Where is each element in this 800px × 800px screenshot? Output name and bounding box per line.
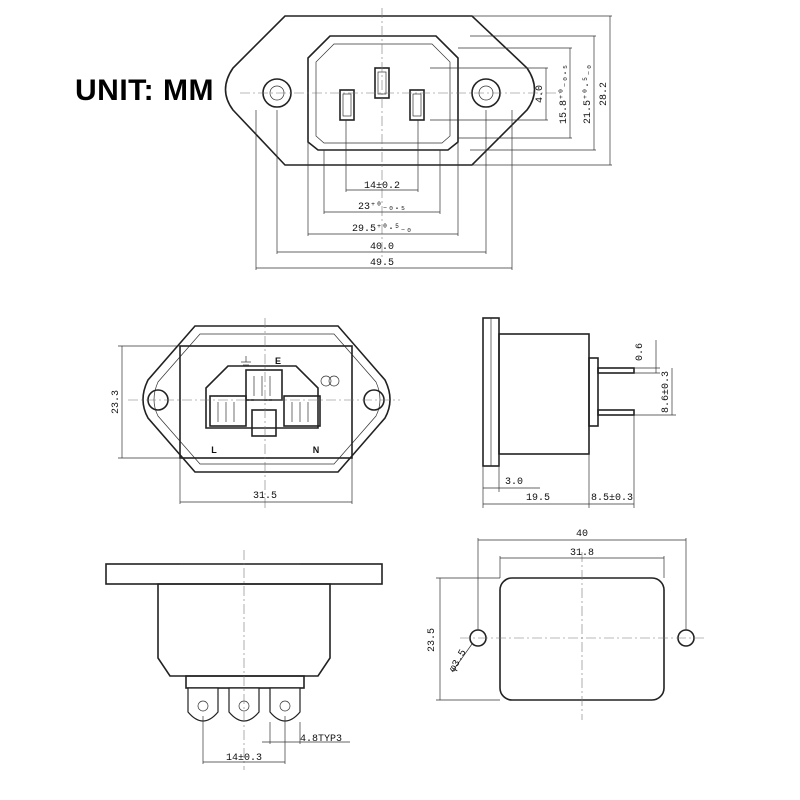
top-view: 14±0.2 23⁺⁰₋₀.₅ 29.5⁺⁰·⁵₋₀ 40.0 49.5 4.0… [224,8,612,270]
dim-19-5-label: 19.5 [526,493,550,504]
rear-body [179,345,353,459]
dim-4-label: 4.0 [535,85,546,103]
dim-23-label: 23⁺⁰₋₀.₅ [358,201,406,213]
side-body [498,333,590,455]
dim-23-5-label: 23.5 [427,628,438,652]
dim-14-label: 14±0.2 [364,181,400,192]
bottom-pin-left [187,687,219,722]
line-pin-slot [339,89,355,121]
dim-40-cutout-label: 40 [576,529,588,540]
dim-28-2-label: 28.2 [599,82,610,106]
rear-flange-outline [142,325,391,473]
unit-label: UNIT: MM [75,74,214,107]
rear-view: E L N 23.3 31.5 [111,318,400,510]
dim-31-8-label: 31.8 [570,548,594,559]
bottom-view: 4.8TYP3 14±0.3 [105,550,383,770]
terminal-n [283,395,321,427]
bottom-body [157,583,331,677]
label-line: L [211,445,217,455]
label-earth: E [275,356,281,366]
bottom-pin-center [228,687,260,722]
dim-3-label: 3.0 [505,477,523,488]
dim-29-5-label: 29.5⁺⁰·⁵₋₀ [352,223,412,235]
side-pin-bottom [597,409,635,416]
side-view: 0.6 8.6±0.3 3.0 19.5 8.5±0.3 [482,317,676,508]
top-socket-outline [307,35,459,151]
dim-21-5-label: 21.5⁺⁰·⁵₋₀ [582,64,594,124]
dim-15-8-label: 15.8⁺⁰₋₀.₅ [558,64,570,124]
top-socket-inner [315,43,451,144]
dim-23-3-label: 23.3 [111,390,122,414]
cutout-view: 40 31.8 23.5 φ3.5 [427,529,704,720]
terminal-l [209,395,247,427]
ground-symbol [241,356,251,366]
dim-40-label: 40.0 [370,242,394,253]
terminal-block [205,365,319,429]
dim-8-5-label: 8.5±0.3 [591,493,633,504]
dim-0-6-label: 0.6 [635,343,646,361]
dim-4-8-label: 4.8TYP3 [300,734,342,745]
dim-hole-label: φ3.5 [448,648,470,674]
terminal-e [245,369,283,401]
certification-mark [320,375,332,387]
dim-8-6-label: 8.6±0.3 [661,371,672,413]
neutral-pin-slot [409,89,425,121]
label-neutral: N [313,445,320,455]
dim-14-bottom-label: 14±0.3 [226,753,262,764]
dim-49-5-label: 49.5 [370,258,394,269]
dim-31-5-label: 31.5 [253,491,277,502]
side-pin-top [597,367,635,374]
bottom-pin-right [269,687,301,722]
